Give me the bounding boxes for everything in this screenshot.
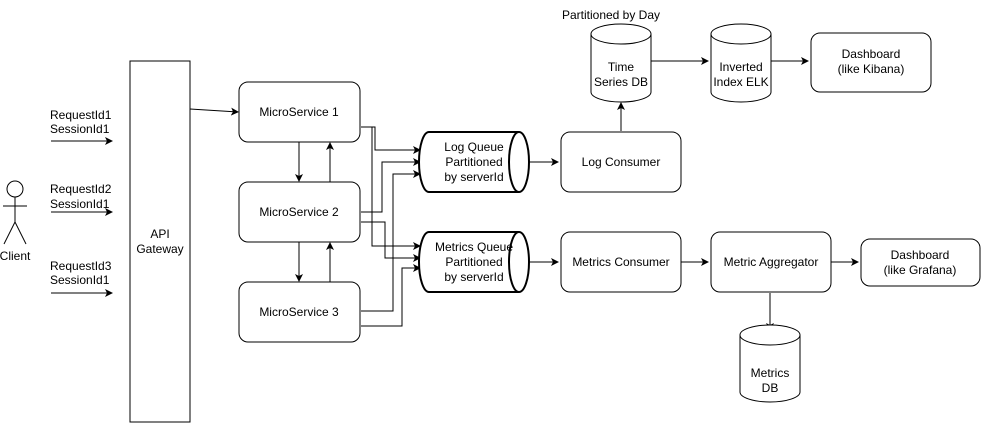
ms2-to-logqueue-arrow [361, 158, 421, 213]
metrics-consumer: Metrics Consumer [560, 231, 682, 293]
microservice-2-label: MicroService 2 [259, 205, 339, 219]
gateway-label-1: API [150, 227, 169, 241]
kibana-label-2: (like Kibana) [838, 62, 905, 76]
metrics-queue-label-3: by serverId [444, 270, 503, 284]
request-2-id: RequestId2 [50, 182, 112, 196]
dashboard-grafana: Dashboard (like Grafana) [860, 238, 981, 287]
ms3-to-metricsqueue-arrow [361, 264, 421, 327]
metrics-consumer-label: Metrics Consumer [572, 255, 669, 269]
log-queue-label-3: by serverId [444, 170, 503, 184]
request-1-id: RequestId1 [50, 108, 112, 122]
edges [51, 57, 859, 331]
elk-label-2: Index ELK [713, 75, 768, 89]
inverted-index-elk: Inverted Index ELK [710, 23, 772, 103]
log-consumer: Log Consumer [560, 131, 682, 193]
microservice-1: MicroService 1 [238, 81, 361, 143]
ms1-to-logqueue-arrow [361, 126, 421, 154]
tsdb-caption: Partitioned by Day [562, 8, 660, 22]
log-consumer-label: Log Consumer [582, 155, 661, 169]
log-queue: Log Queue Partitioned by serverId [418, 131, 530, 193]
request-1-session: SessionId1 [50, 122, 110, 136]
request-2-session: SessionId1 [50, 197, 110, 211]
grafana-label-2: (like Grafana) [884, 263, 957, 277]
ms3-to-logqueue-arrow [361, 170, 421, 312]
metrics-db-label-2: DB [762, 381, 779, 395]
microservice-3: MicroService 3 [238, 281, 361, 343]
dashboard-kibana: Dashboard (like Kibana) [810, 32, 932, 93]
request-3-id: RequestId3 [50, 259, 112, 273]
stick-figure-icon [3, 180, 27, 245]
kibana-label-1: Dashboard [842, 47, 901, 61]
tsdb-label-1: Time [608, 60, 635, 74]
client-label: Client [0, 249, 31, 263]
gateway-label-2: Gateway [136, 242, 183, 256]
request-3-session: SessionId1 [50, 273, 110, 287]
log-queue-label-2: Partitioned [445, 155, 502, 169]
metrics-db: Metrics DB [739, 324, 801, 403]
metric-aggregator-label: Metric Aggregator [724, 255, 819, 269]
metric-aggregator: Metric Aggregator [710, 231, 832, 293]
time-series-db: Partitioned by Day Time Series DB [562, 8, 660, 103]
client-actor: Client [0, 180, 31, 263]
metrics-queue: Metrics Queue Partitioned by serverId [418, 231, 530, 293]
tsdb-label-2: Series DB [594, 75, 648, 89]
ms2-to-metricsqueue-arrow [361, 221, 421, 262]
microservice-1-label: MicroService 1 [259, 105, 339, 119]
grafana-label-1: Dashboard [891, 248, 950, 262]
gateway-to-ms1-arrow [189, 107, 239, 116]
metrics-queue-label-2: Partitioned [445, 255, 502, 269]
microservice-2: MicroService 2 [238, 181, 361, 243]
ms1-to-metricsqueue-arrow [361, 126, 421, 250]
microservice-3-label: MicroService 3 [259, 305, 339, 319]
elk-label-1: Inverted [719, 60, 762, 74]
metrics-db-label-1: Metrics [751, 366, 790, 380]
metrics-queue-label-1: Metrics Queue [435, 240, 513, 254]
log-queue-label-1: Log Queue [444, 140, 504, 154]
api-gateway: API Gateway [129, 60, 191, 423]
request-labels: RequestId1 SessionId1 RequestId2 Session… [50, 108, 112, 287]
